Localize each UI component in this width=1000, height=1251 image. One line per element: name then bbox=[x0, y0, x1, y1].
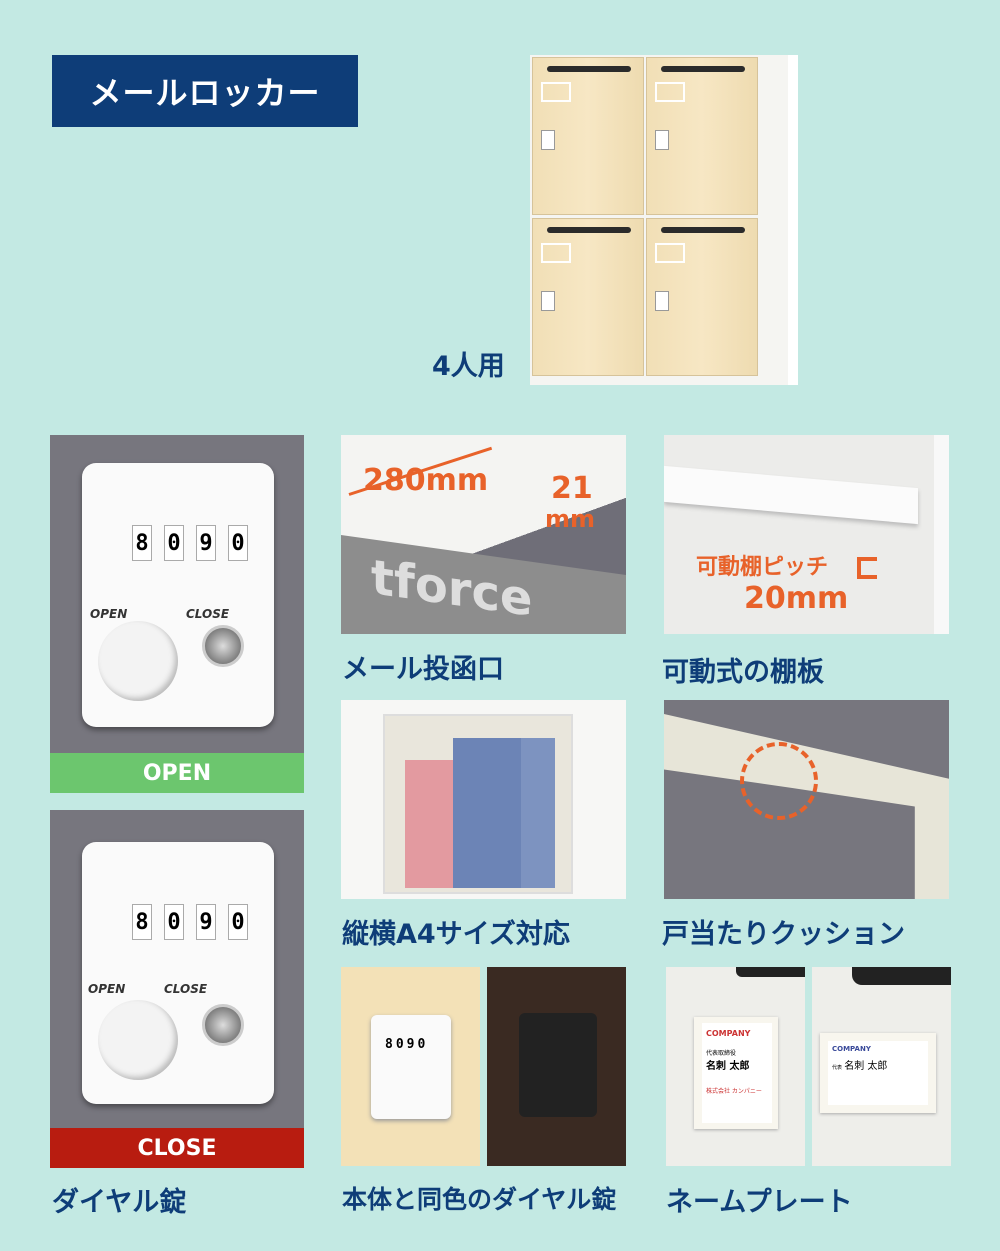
open-label: OPEN bbox=[88, 982, 126, 996]
cushion-photo bbox=[664, 700, 949, 899]
pitch-bracket-icon bbox=[857, 557, 877, 579]
card-title: 代表 bbox=[832, 1065, 843, 1071]
pitch-value: 20mm bbox=[744, 581, 849, 616]
product-caption: 4人用 bbox=[432, 351, 505, 382]
envelope-text: tforce bbox=[371, 549, 533, 628]
locker-door bbox=[532, 218, 644, 376]
cushion-caption: 戸当たりクッション bbox=[662, 919, 905, 950]
black-dial-lock bbox=[519, 1013, 597, 1117]
card-firm: 株式会社 カンパニー bbox=[706, 1088, 762, 1095]
blue-binder bbox=[453, 738, 523, 888]
natural-door-dial-photo: 8090 bbox=[341, 967, 480, 1166]
pitch-label: 可動棚ピッチ bbox=[696, 555, 829, 580]
mail-locker-image bbox=[530, 55, 798, 385]
locker-door bbox=[646, 218, 758, 376]
same-color-caption: 本体と同色のダイヤル錠 bbox=[342, 1185, 617, 1214]
card-company: COMPANY bbox=[706, 1029, 751, 1038]
shelf-board bbox=[664, 465, 918, 525]
knob-icon bbox=[98, 1000, 178, 1080]
key-cylinder-icon bbox=[202, 625, 244, 667]
locker-door bbox=[532, 57, 644, 215]
white-dial-lock: 8090 bbox=[371, 1015, 451, 1119]
dark-door-dial-photo bbox=[487, 967, 626, 1166]
height-unit: mm bbox=[545, 505, 596, 533]
shelf-photo: 可動棚ピッチ 20mm bbox=[664, 435, 949, 634]
card-title: 代表取締役 bbox=[706, 1050, 737, 1057]
page-title: メールロッカー bbox=[52, 55, 358, 127]
blue-binder bbox=[521, 738, 555, 888]
key-cylinder-icon bbox=[202, 1004, 244, 1046]
nameplate-photo-vertical: COMPANY 代表取締役 名刺 太郎 株式会社 カンパニー bbox=[666, 967, 805, 1166]
business-card: COMPANY 代表 名刺 太郎 bbox=[820, 1033, 936, 1113]
close-band: CLOSE bbox=[50, 1128, 304, 1168]
a4-caption: 縦横A4サイズ対応 bbox=[342, 919, 570, 950]
nameplate-photo-horizontal: COMPANY 代表 名刺 太郎 bbox=[812, 967, 951, 1166]
card-company: COMPANY bbox=[832, 1045, 871, 1053]
dial-caption: ダイヤル錠 bbox=[52, 1187, 187, 1218]
height-label: 21 bbox=[551, 471, 593, 506]
business-card: COMPANY 代表取締役 名刺 太郎 株式会社 カンパニー bbox=[694, 1017, 778, 1129]
a4-photo bbox=[341, 700, 626, 899]
side-panel bbox=[934, 435, 949, 634]
open-band: OPEN bbox=[50, 753, 304, 793]
mail-slot bbox=[736, 967, 805, 977]
close-label: CLOSE bbox=[186, 607, 230, 621]
locker-door bbox=[646, 57, 758, 215]
cushion-highlight-circle bbox=[740, 742, 818, 820]
shelf-caption: 可動式の棚板 bbox=[662, 657, 824, 688]
envelope: tforce bbox=[341, 534, 626, 634]
close-label: CLOSE bbox=[164, 982, 208, 996]
width-label: 280mm bbox=[363, 463, 489, 498]
dial-digits: 8090 bbox=[385, 1037, 429, 1052]
card-name: 名刺 太郎 bbox=[844, 1061, 888, 1072]
mail-slot bbox=[852, 967, 951, 985]
knob-icon bbox=[98, 621, 178, 701]
nameplate-caption: ネームプレート bbox=[666, 1187, 853, 1218]
mail-slot-caption: メール投函口 bbox=[342, 654, 504, 685]
mail-slot-photo: tforce 280mm 21 mm bbox=[341, 435, 626, 634]
card-name: 名刺 太郎 bbox=[706, 1061, 750, 1072]
open-label: OPEN bbox=[90, 607, 128, 621]
